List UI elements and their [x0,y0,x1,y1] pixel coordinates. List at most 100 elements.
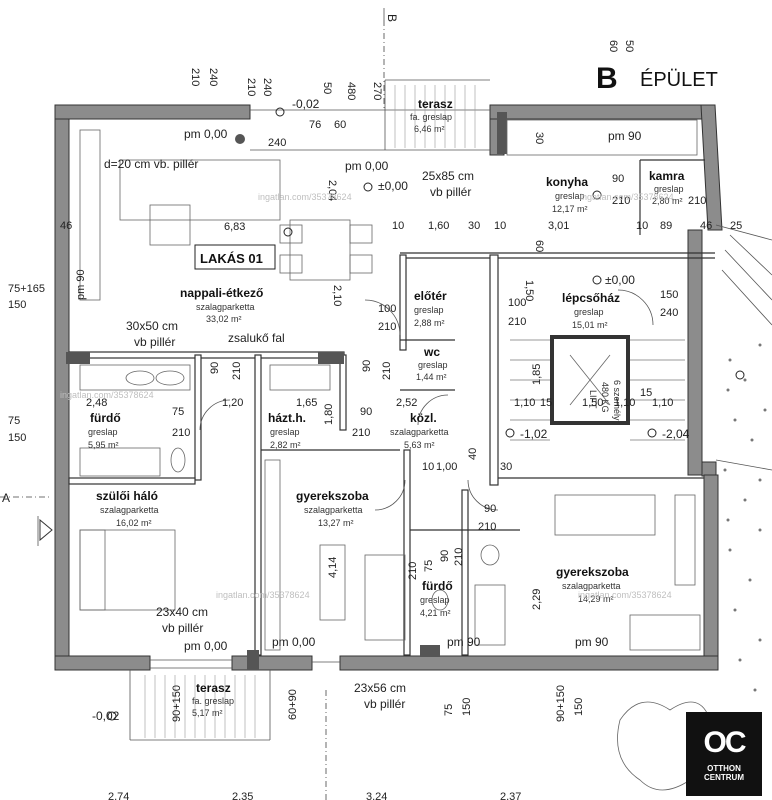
section-marker-b: B [385,14,399,22]
svg-text:60: 60 [334,119,346,131]
room-lepcsohaz: lépcsőház greslap 15,01 m² [562,291,620,330]
svg-text:1,00: 1,00 [436,461,457,473]
room-furdo-2: fürdő greslap 4,21 m² [420,579,453,618]
svg-text:greslap: greslap [654,184,684,194]
svg-text:90: 90 [361,360,373,372]
svg-text:60: 60 [607,40,619,52]
svg-text:greslap: greslap [420,595,450,605]
svg-text:76: 76 [309,119,321,131]
svg-text:46: 46 [700,220,712,232]
svg-text:előtér: előtér [414,289,447,303]
svg-text:90: 90 [360,406,372,418]
svg-text:d=20 cm vb. pillér: d=20 cm vb. pillér [104,157,198,171]
svg-text:LIFT: LIFT [588,390,598,409]
svg-text:75: 75 [8,415,20,427]
svg-text:480 KG: 480 KG [600,382,610,413]
watermark: ingatlan.com/35378624 [216,590,310,600]
building-letter: B [596,62,618,95]
svg-text:szalagparketta: szalagparketta [562,581,621,591]
svg-text:vb pillér: vb pillér [134,335,175,349]
svg-text:pm 0,00: pm 0,00 [345,159,389,173]
svg-text:1,80: 1,80 [323,404,335,425]
svg-text:1,85: 1,85 [531,364,543,385]
svg-text:210: 210 [378,321,396,333]
svg-text:2,37: 2,37 [500,791,521,800]
svg-text:greslap: greslap [574,307,604,317]
svg-text:15: 15 [640,387,652,399]
svg-text:210: 210 [453,548,465,566]
svg-text:6,83: 6,83 [224,221,245,233]
interior-walls [68,159,715,656]
svg-text:szalagparketta: szalagparketta [304,505,363,515]
svg-text:25x85 cm: 25x85 cm [422,169,474,183]
svg-text:2,82 m²: 2,82 m² [270,440,301,450]
watermark: ingatlan.com/35378624 [580,192,674,202]
svg-text:30: 30 [468,220,480,232]
room-nappali: nappali-étkező szalagparketta 33,02 m² [180,286,263,324]
svg-text:gyerekszoba: gyerekszoba [296,489,369,503]
svg-text:1,60: 1,60 [428,220,449,232]
svg-text:6,46 m²: 6,46 m² [414,124,445,134]
svg-text:-0,02: -0,02 [92,709,120,723]
svg-text:210: 210 [352,427,370,439]
room-konyha: konyha greslap 12,17 m² [546,175,588,214]
logo-mark: OC [703,726,747,759]
svg-text:25: 25 [730,220,742,232]
svg-text:100: 100 [508,297,526,309]
svg-text:pm 90: pm 90 [575,635,609,649]
svg-text:2,80 m²: 2,80 m² [652,196,683,206]
svg-text:480: 480 [345,82,357,100]
svg-text:-1,02: -1,02 [520,427,548,441]
svg-text:150: 150 [461,698,473,716]
room-kamra: kamra greslap 2,80 m² [649,169,685,206]
svg-text:60+90: 60+90 [287,689,299,720]
svg-text:23x40 cm: 23x40 cm [156,605,208,619]
svg-text:1,10: 1,10 [614,397,635,409]
svg-text:2,29: 2,29 [531,589,543,610]
svg-text:2,48: 2,48 [86,397,107,409]
room-gyerekszoba-2: gyerekszoba szalagparketta 14,29 m² [556,565,629,604]
svg-text:pm 90: pm 90 [75,269,87,300]
svg-text:15,01 m²: 15,01 m² [572,320,608,330]
svg-text:szülői háló: szülői háló [96,489,158,503]
svg-text:210: 210 [407,562,419,580]
svg-text:210: 210 [508,316,526,328]
svg-text:210: 210 [189,68,201,86]
room-haztb: házt.h. greslap 2,82 m² [268,411,306,450]
svg-text:2,52: 2,52 [396,397,417,409]
svg-text:kamra: kamra [649,169,685,183]
svg-text:lépcsőház: lépcsőház [562,291,620,305]
room-terasz-top: terasz fa. greslap 6,46 m² [410,97,453,134]
svg-text:±0,00: ±0,00 [378,179,408,193]
svg-text:210: 210 [612,195,630,207]
svg-text:90: 90 [484,503,496,515]
svg-text:10: 10 [494,220,506,232]
watermark: ingatlan.com/35378624 [60,390,154,400]
svg-text:közl.: közl. [410,411,437,425]
svg-text:210: 210 [381,362,393,380]
svg-text:240: 240 [660,307,678,319]
dimensions: 6,83 1,60 3,01 89 46 46 25 10 10 30 10 2… [8,40,742,800]
svg-text:2,88 m²: 2,88 m² [414,318,445,328]
svg-text:50: 50 [321,82,333,94]
svg-text:89: 89 [660,220,672,232]
room-gyerekszoba-1: gyerekszoba szalagparketta 13,27 m² [296,489,369,528]
svg-text:50: 50 [623,40,635,52]
svg-text:pm 0,00: pm 0,00 [272,635,316,649]
svg-text:vb pillér: vb pillér [364,697,405,711]
watermark: ingatlan.com/35378624 [258,192,352,202]
svg-text:210: 210 [478,521,496,533]
svg-text:3,01: 3,01 [548,220,569,232]
svg-text:1,50: 1,50 [523,280,535,301]
svg-text:1,65: 1,65 [296,397,317,409]
svg-text:90: 90 [612,173,624,185]
svg-text:2,35: 2,35 [232,791,253,800]
svg-text:240: 240 [207,68,219,86]
room-furdo-1: fürdő greslap 5,95 m² [88,411,121,450]
svg-text:16,02 m²: 16,02 m² [116,518,152,528]
svg-text:240: 240 [268,137,286,149]
svg-text:terasz: terasz [418,97,453,111]
svg-text:210: 210 [231,362,243,380]
annotations: pm 0,00 pm 0,00 pm 90 ±0,00 ±0,00 pm 0,0… [92,97,690,723]
svg-text:fürdő: fürdő [90,411,121,425]
